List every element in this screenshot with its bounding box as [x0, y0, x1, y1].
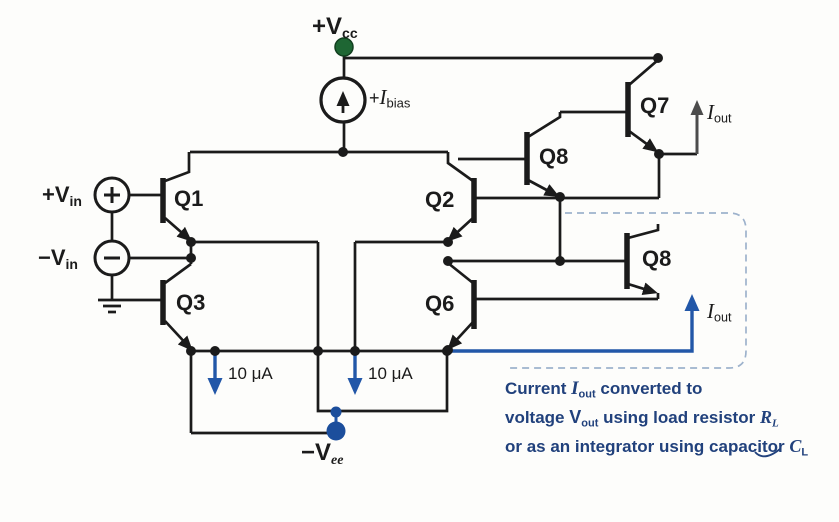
- current-right-label: 10 μA: [368, 364, 413, 383]
- annotation-line-2: voltage Vout using load resistor RL: [505, 407, 779, 430]
- transistor-q1: [160, 152, 193, 242]
- q8-top-label: Q8: [539, 144, 569, 169]
- transistor-q6: [447, 261, 477, 350]
- vin-minus-source: [93, 239, 131, 277]
- ibias-label: +Ibias: [369, 85, 411, 111]
- iout-bottom-path: [447, 294, 700, 353]
- bias-current-source: [319, 76, 367, 124]
- dashed-output-region: [507, 212, 747, 369]
- vee-node-small: [330, 406, 342, 418]
- blue-paths: [207, 294, 700, 430]
- q3-label: Q3: [176, 290, 206, 315]
- iout-bottom-label: Iout: [707, 299, 732, 325]
- iout-top-label: Iout: [707, 100, 732, 126]
- transistor-q8-bottom: [624, 224, 660, 295]
- annotation-line-1: Current Iout converted to: [505, 378, 703, 401]
- vee-label: −Vee: [301, 439, 344, 468]
- q1-label: Q1: [174, 186, 204, 211]
- vin-plus-source: [93, 176, 131, 214]
- transistors: [160, 58, 660, 351]
- wires: [98, 47, 697, 435]
- transistor-q8-top: [458, 112, 562, 197]
- vin-plus-label: +Vin: [42, 182, 82, 209]
- wire-sink-box: [316, 351, 449, 413]
- transistor-q2: [446, 152, 477, 242]
- vin-minus-label: −Vin: [38, 245, 78, 272]
- annotation-line-3: or as an integrator using capacitor CL: [505, 436, 809, 459]
- current-left-label: 10 μA: [228, 364, 273, 383]
- q2-label: Q2: [425, 187, 455, 212]
- transistor-q7: [625, 58, 659, 153]
- connection-nodes: [186, 53, 664, 356]
- annotation-text: Current Iout converted to voltage Vout u…: [505, 374, 808, 461]
- q7-label: Q7: [640, 93, 670, 118]
- q8-bottom-label: Q8: [642, 246, 672, 271]
- plus-symbol: [104, 187, 120, 203]
- transistor-q3: [160, 262, 193, 351]
- vcc-label: +Vcc: [312, 13, 358, 41]
- flourish-swoosh: [754, 448, 781, 458]
- vcc-node: [334, 37, 354, 57]
- vee-node-big: [326, 421, 346, 441]
- q6-label: Q6: [425, 291, 455, 316]
